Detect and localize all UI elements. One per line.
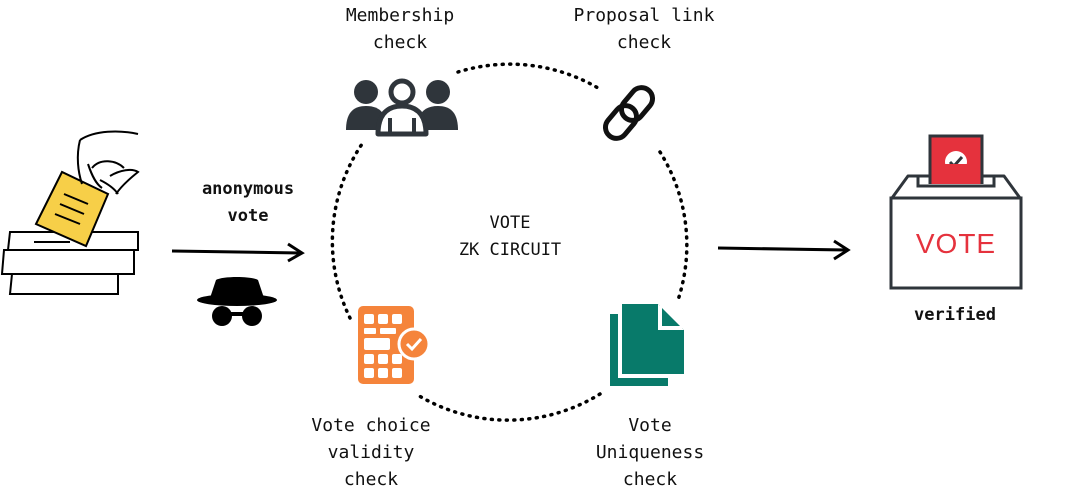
proposal-link-check-label: Proposal link check (573, 5, 715, 53)
zk-circuit-ring (330, 62, 689, 422)
vote-choice-validity-label: Vote choice validity check (311, 415, 431, 490)
incognito-spy-icon (197, 277, 277, 326)
arrow-right-icon (171, 242, 305, 263)
zk-circuit-label: VOTE ZK CIRCUIT (458, 213, 562, 260)
ballot-box: VOTE (888, 134, 1024, 292)
anonymous-vote-label: anonymous vote (201, 179, 295, 226)
verified-label: verified (914, 305, 996, 325)
vote-uniqueness-label: Vote Uniqueness check (595, 415, 705, 490)
arrow-right-icon (717, 239, 851, 261)
group-users-icon (346, 78, 458, 137)
chain-link-icon (603, 85, 655, 141)
ballot-box-icon (889, 134, 1023, 290)
ballot-hand-icon (0, 130, 140, 295)
membership-check-label: Membership check (345, 5, 455, 53)
duplicate-document-icon (610, 304, 684, 386)
calculator-check-icon (358, 306, 431, 384)
ballot-box-text: VOTE (915, 228, 997, 259)
